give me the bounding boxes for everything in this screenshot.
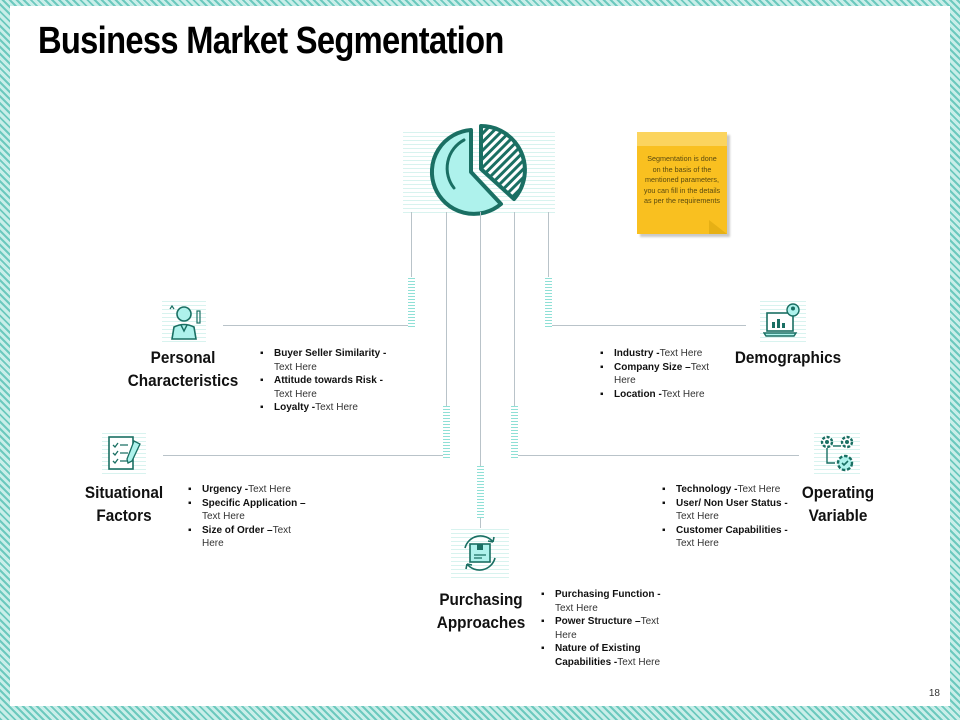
page-number: 18 — [928, 688, 940, 699]
item-text: Text Here — [202, 511, 245, 522]
item-heading: Buyer Seller Similarity - — [274, 348, 387, 359]
item-text: Text Here — [274, 361, 317, 373]
list-item: Technology -Text Here — [661, 483, 801, 497]
situational-label-line-1: Situational — [84, 483, 164, 502]
list-item: Power Structure –Text Here — [540, 615, 675, 642]
connector-accent — [477, 466, 484, 518]
item-heading: Industry - — [614, 348, 660, 359]
pie-chart-icon — [429, 124, 527, 216]
connector-line — [514, 455, 799, 456]
sticky-note-text: Segmentation is done on the basis of the… — [643, 154, 721, 205]
laptop-chart-icon — [763, 303, 800, 337]
list-item: Attitude towards Risk - Text Here — [259, 374, 399, 401]
purchasing-list: Purchasing Function - Text Here Power St… — [540, 588, 675, 669]
demographics-label: Demographics — [734, 348, 842, 367]
item-heading: Technology - — [676, 484, 738, 495]
connector-line — [514, 212, 515, 456]
slide: Business Market Segmentation Segmentati — [10, 6, 950, 706]
item-heading: Attitude towards Risk - — [274, 375, 383, 386]
gears-icon — [820, 435, 854, 472]
situational-icon-box — [102, 432, 146, 474]
checklist-icon — [108, 436, 141, 470]
list-item: Buyer Seller Similarity - Text Here — [259, 347, 399, 374]
list-item: Specific Application – Text Here — [187, 497, 312, 524]
item-heading: Customer Capabilities - — [676, 524, 788, 536]
item-text: Text Here — [737, 484, 781, 495]
item-text: Text Here — [315, 402, 358, 413]
item-text: Text Here — [676, 538, 719, 549]
connector-accent — [545, 277, 552, 327]
item-heading: Nature of Existing Capabilities - — [555, 643, 641, 668]
item-heading: Specific Application – — [202, 497, 306, 509]
personal-list: Buyer Seller Similarity - Text Here Atti… — [259, 347, 399, 415]
item-text: Text Here — [274, 388, 317, 400]
connector-line — [446, 212, 447, 456]
item-heading: Location - — [614, 388, 662, 400]
connector-line — [480, 212, 481, 534]
purchasing-label-line-1: Purchasing — [439, 590, 523, 609]
operating-label-line-2: Variable — [808, 506, 868, 525]
list-item: Industry -Text Here — [599, 347, 729, 361]
package-cycle-icon — [464, 535, 496, 571]
item-text: Text Here — [555, 602, 598, 614]
connector-line — [223, 325, 412, 326]
connector-line — [548, 212, 549, 325]
central-icon-box — [403, 124, 555, 216]
operating-list: Technology -Text Here User/ Non User Sta… — [661, 483, 801, 551]
situational-label-line-2: Factors — [96, 506, 152, 525]
item-text: Text Here — [555, 616, 659, 641]
connector-accent — [443, 406, 450, 458]
item-heading: Size of Order – — [202, 524, 273, 536]
item-text: Text Here — [661, 388, 705, 400]
connector-line — [411, 212, 412, 325]
purchasing-icon-box — [451, 528, 509, 578]
list-item: Company Size –Text Here — [599, 361, 729, 388]
purchasing-label: Purchasing Approaches — [433, 588, 528, 634]
item-text: Text Here — [617, 656, 661, 668]
list-item: Customer Capabilities - Text Here — [661, 524, 801, 551]
connector-line — [163, 455, 447, 456]
situational-list: Urgency -Text Here Specific Application … — [187, 483, 312, 551]
page-title: Business Market Segmentation — [38, 20, 504, 62]
item-text: Text Here — [614, 361, 710, 387]
situational-label: Situational Factors — [77, 481, 171, 527]
demographics-list: Industry -Text Here Company Size –Text H… — [599, 347, 729, 401]
list-item: User/ Non User Status - Text Here — [661, 497, 801, 524]
sticky-note-curl — [709, 220, 727, 234]
businessman-icon — [169, 304, 201, 340]
sticky-note-tape — [637, 132, 727, 146]
list-item: Urgency -Text Here — [187, 483, 312, 497]
item-heading: Power Structure – — [555, 616, 641, 627]
item-text: Text Here — [676, 511, 719, 522]
personal-label-line-1: Personal — [150, 348, 216, 367]
sticky-note: Segmentation is done on the basis of the… — [637, 132, 727, 234]
item-text: Text Here — [248, 484, 291, 495]
operating-icon-box — [814, 432, 860, 474]
personal-label: Personal Characteristics — [125, 346, 242, 392]
operating-label: Operating Variable — [797, 481, 880, 527]
list-item: Size of Order –Text Here — [187, 524, 312, 551]
list-item: Purchasing Function - Text Here — [540, 588, 675, 615]
item-heading: Loyalty - — [274, 402, 316, 413]
personal-label-line-2: Characteristics — [127, 371, 239, 390]
list-item: Loyalty -Text Here — [259, 401, 399, 415]
personal-icon-box — [162, 300, 206, 342]
connector-line — [548, 325, 746, 326]
list-item: Location -Text Here — [599, 388, 729, 402]
item-text: Text Here — [202, 524, 291, 550]
purchasing-label-line-2: Approaches — [436, 613, 526, 632]
item-heading: Purchasing Function - — [555, 589, 661, 600]
item-heading: User/ Non User Status - — [676, 497, 788, 509]
connector-accent — [408, 277, 415, 327]
item-text: Text Here — [659, 348, 703, 359]
connector-accent — [511, 406, 518, 458]
item-heading: Company Size – — [614, 361, 691, 373]
item-heading: Urgency - — [202, 484, 249, 495]
operating-label-line-1: Operating — [801, 483, 875, 502]
demographics-icon-box — [760, 300, 806, 342]
list-item: Nature of Existing Capabilities -Text He… — [540, 642, 675, 669]
